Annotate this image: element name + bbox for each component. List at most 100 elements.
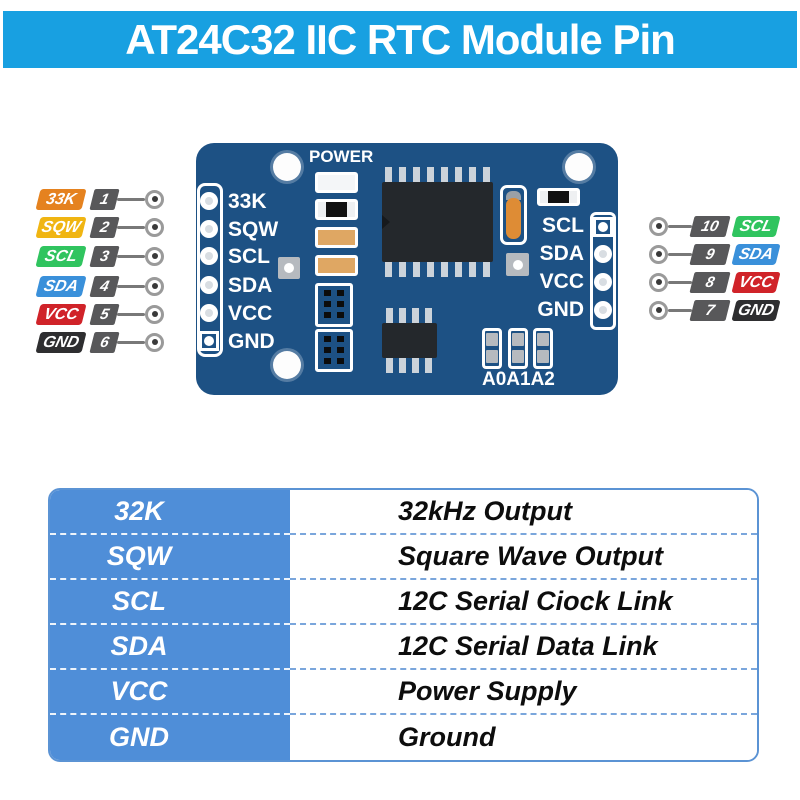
wire-line: [668, 224, 692, 228]
header-pin: [594, 301, 612, 319]
pin-hole-dot: [655, 223, 662, 229]
resistor-network: [315, 329, 353, 372]
wire-line: [117, 312, 145, 316]
pin-number-badge: 4: [89, 275, 120, 297]
pin-hole-dot: [655, 307, 662, 313]
jumper-pad: [486, 333, 498, 346]
pin-hole-dot: [151, 283, 158, 289]
title-banner: AT24C32 IIC RTC Module Pin: [3, 11, 797, 68]
pin-label-badge: GND: [35, 331, 87, 353]
smd-resistor: [315, 255, 358, 276]
silk-label: SCL: [542, 214, 584, 237]
pin-hole-icon: [649, 300, 668, 320]
pin-center: [599, 278, 607, 286]
pin-label-badge: VCC: [35, 303, 87, 325]
pin-label-badge: 33K: [35, 188, 87, 210]
pin-center: [205, 281, 213, 289]
right-pin-row-3: 8 VCC: [649, 271, 781, 293]
via-hole: [512, 259, 523, 270]
pin-number-badge: 3: [89, 245, 120, 267]
pin-hole-dot: [151, 196, 158, 202]
silk-label: 33K: [228, 190, 267, 213]
resistor-column: [324, 336, 331, 365]
header-pin: [200, 247, 218, 265]
right-pin-header: [590, 212, 616, 330]
wire-line: [668, 280, 692, 284]
resistor-column: [337, 290, 344, 320]
pin-hole-icon: [649, 272, 668, 292]
pcb-board: POWER: [196, 143, 618, 395]
wire-line: [117, 340, 145, 344]
pin-center: [205, 197, 213, 205]
pin-name-cell: SDA: [50, 625, 290, 670]
left-pin-row-4: SDA 4: [35, 275, 164, 297]
crystal-icon: [506, 198, 521, 239]
silk-label: SCL: [228, 245, 270, 268]
pin-hole-dot: [151, 311, 158, 317]
pin-hole-icon: [145, 276, 164, 296]
ic-pins: [386, 358, 432, 373]
pin-hole-icon: [649, 216, 668, 236]
header-pin: [200, 304, 218, 322]
pin-name-cell: 32K: [50, 490, 290, 535]
jumper-pad: [512, 350, 524, 363]
pin-name-cell: VCC: [50, 670, 290, 715]
pin-hole-dot: [655, 251, 662, 257]
smd-capacitor: [537, 188, 580, 206]
header-pin-square: [593, 217, 613, 237]
address-jumper: [508, 328, 528, 369]
pin-hole-icon: [145, 332, 164, 352]
smd-body: [326, 202, 347, 217]
via-pad: [506, 253, 529, 276]
resistor-column: [324, 290, 331, 320]
pin-number-badge: 8: [689, 271, 731, 293]
pin-label-badge: SQW: [35, 216, 87, 238]
pin-number-badge: 10: [689, 215, 731, 237]
right-pin-row-2: 9 SDA: [649, 243, 781, 265]
jumper-pad: [486, 350, 498, 363]
pin-label-badge: SCL: [35, 245, 87, 267]
pin-desc-cell: Power Supply: [290, 670, 757, 715]
mounting-hole-icon: [273, 153, 301, 181]
pin-number-badge: 7: [689, 299, 731, 321]
pin-hole-dot: [151, 224, 158, 230]
wire-line: [668, 252, 692, 256]
table-row: SQW Square Wave Output: [50, 535, 757, 580]
silk-label: SDA: [539, 242, 584, 265]
left-pin-row-3: SCL 3: [35, 245, 164, 267]
ic-notch: [382, 215, 390, 229]
ic-pins: [386, 308, 432, 323]
mounting-hole-icon: [565, 153, 593, 181]
pin-hole-icon: [145, 189, 164, 209]
page-title: AT24C32 IIC RTC Module Pin: [125, 15, 676, 63]
table-row: SDA 12C Serial Data Link: [50, 625, 757, 670]
table-row: SCL 12C Serial Ciock Link: [50, 580, 757, 625]
pin-label-badge: SDA: [35, 275, 87, 297]
pin-center: [204, 336, 214, 346]
header-pin: [200, 220, 218, 238]
smd-resistor: [315, 227, 358, 248]
address-jumper: [533, 328, 553, 369]
silk-label: VCC: [228, 302, 273, 325]
via-hole: [284, 263, 294, 273]
table-row: GND Ground: [50, 715, 757, 760]
ic-pins: [385, 262, 490, 277]
pin-hole-icon: [649, 244, 668, 264]
silk-label: VCC: [539, 270, 584, 293]
pin-name-cell: GND: [50, 715, 290, 760]
pin-hole-dot: [151, 339, 158, 345]
pin-description-table: 32K 32kHz Output SQW Square Wave Output …: [48, 488, 759, 762]
pin-hole-dot: [151, 253, 158, 259]
resistor-network: [315, 283, 353, 327]
pin-hole-icon: [145, 304, 164, 324]
address-jumper: [482, 328, 502, 369]
jumper-pad: [537, 333, 549, 346]
power-led: [315, 172, 358, 193]
crystal-cap: [506, 191, 521, 200]
right-pin-row-1: 10 SCL: [649, 215, 781, 237]
pin-center: [599, 250, 607, 258]
pin-hole-dot: [655, 279, 662, 285]
pin-name-cell: SCL: [50, 580, 290, 625]
right-pin-row-4: 7 GND: [649, 299, 781, 321]
pin-center: [599, 306, 607, 314]
